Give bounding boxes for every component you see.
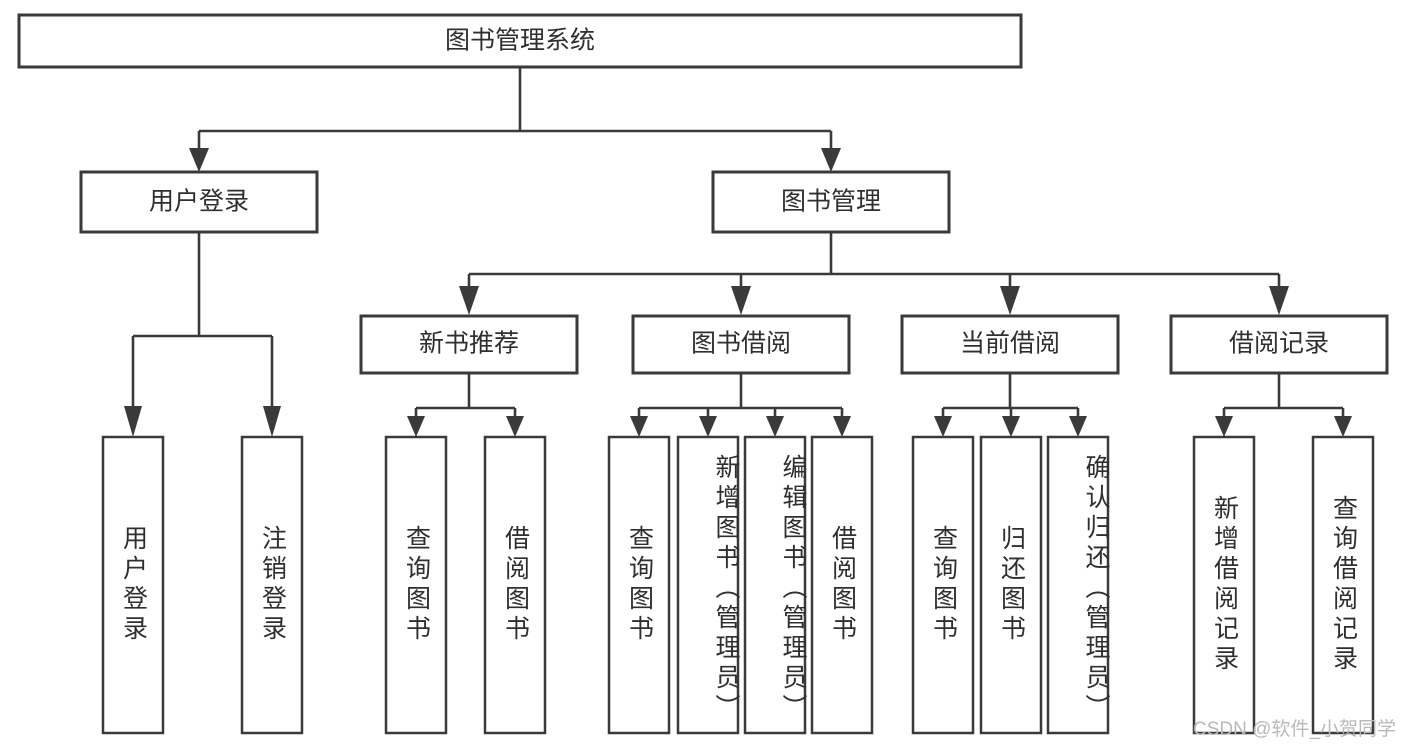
arrow-head-leaf-jyts-1 xyxy=(506,416,524,437)
leaf-group-book-borrow xyxy=(607,435,874,735)
leaf-box-xinzeng-tushu[interactable] xyxy=(676,435,740,735)
node-current-borrow[interactable]: 当前借阅 xyxy=(900,314,1120,375)
arrow-head-leaf-bjts xyxy=(766,416,784,437)
arrow-head-userlogin xyxy=(189,148,209,172)
arrow-head-leaf-jyts-2 xyxy=(833,416,851,437)
leaf-box-zhuxiao-denglu[interactable] xyxy=(240,435,304,735)
node-new-book-recommend-box[interactable] xyxy=(359,314,579,375)
arrow-head-tushujieyue xyxy=(731,286,751,315)
leaf-group-current-borrow xyxy=(911,435,1110,735)
connector-group-tushujieyue xyxy=(630,373,851,437)
arrow-head-leaf-cxjyjl xyxy=(1334,416,1352,437)
arrow-head-leaf-cxts-2 xyxy=(630,416,648,437)
node-root-label: 图书管理系统 xyxy=(445,27,595,55)
node-new-book-recommend-label: 新书推荐 xyxy=(419,330,519,358)
arrow-head-leaf-qrgh xyxy=(1069,416,1087,437)
node-current-borrow-label: 当前借阅 xyxy=(960,330,1060,358)
leaf-box-xinzeng-jieyue-jilu[interactable] xyxy=(1192,435,1256,735)
node-book-borrow-box[interactable] xyxy=(631,314,851,375)
node-user-login[interactable]: 用户登录 xyxy=(79,170,319,234)
arrow-head-dangqianjieyue xyxy=(1000,286,1020,315)
node-book-borrow-label: 图书借阅 xyxy=(691,330,791,358)
node-current-borrow-box[interactable] xyxy=(900,314,1120,375)
node-user-login-label: 用户登录 xyxy=(149,188,249,216)
arrow-head-leaf-cxts-3 xyxy=(934,416,952,437)
connector-group-root xyxy=(189,67,841,172)
node-borrow-record[interactable]: 借阅记录 xyxy=(1169,314,1389,375)
leaf-group-borrow-record xyxy=(1192,435,1375,735)
connector-group-bookmgmt xyxy=(459,232,1289,315)
node-book-management[interactable]: 图书管理 xyxy=(711,170,951,234)
arrow-head-bookmgmt xyxy=(821,148,841,172)
leaf-group-new-book-recommend xyxy=(384,435,547,735)
leaf-box-yonghu-denglu[interactable] xyxy=(101,435,165,735)
leaf-box-chaxun-jieyue-jilu[interactable] xyxy=(1311,435,1375,735)
leaf-box-queren-guihuan[interactable] xyxy=(1046,435,1110,735)
watermark-text: CSDN @软件_小贺同学 xyxy=(1193,719,1396,740)
node-root-box[interactable] xyxy=(17,13,1023,69)
leaf-box-chaxun-tushu-1[interactable] xyxy=(384,435,448,735)
arrow-head-jieyuejilu xyxy=(1269,286,1289,315)
connector-group-jieyuejilu xyxy=(1215,373,1352,437)
arrow-head-leaf-cxts-1 xyxy=(407,416,425,437)
node-book-management-label: 图书管理 xyxy=(781,188,881,216)
leaf-box-chaxun-tushu-3[interactable] xyxy=(911,435,975,735)
connector-group-xinshutuijian xyxy=(407,373,524,437)
leaf-box-jieyue-tushu-1[interactable] xyxy=(483,435,547,735)
arrow-head-xinshutuijian xyxy=(459,286,479,315)
arrow-head-leaf-ghts xyxy=(1002,416,1020,437)
node-root[interactable]: 图书管理系统 xyxy=(17,13,1023,69)
node-user-login-box[interactable] xyxy=(79,170,319,234)
arrow-head-leaf-zhuxiaodenglu xyxy=(263,406,281,437)
connector-group-userlogin xyxy=(124,232,281,437)
connector-group-dangqianjieyue xyxy=(934,373,1087,437)
arrow-head-leaf-yonghudenglu xyxy=(124,406,142,437)
arrow-head-leaf-xzjyjl xyxy=(1215,416,1233,437)
node-book-management-box[interactable] xyxy=(711,170,951,234)
leaf-box-bianji-tushu[interactable] xyxy=(743,435,807,735)
node-borrow-record-label: 借阅记录 xyxy=(1229,330,1329,358)
arrow-head-leaf-xzts xyxy=(699,416,717,437)
leaf-box-jieyue-tushu-2[interactable] xyxy=(810,435,874,735)
node-book-borrow[interactable]: 图书借阅 xyxy=(631,314,851,375)
leaf-box-chaxun-tushu-2[interactable] xyxy=(607,435,671,735)
node-new-book-recommend[interactable]: 新书推荐 xyxy=(359,314,579,375)
leaf-group-user-login xyxy=(101,435,304,735)
leaf-box-guihuan-tushu[interactable] xyxy=(979,435,1043,735)
node-borrow-record-box[interactable] xyxy=(1169,314,1389,375)
